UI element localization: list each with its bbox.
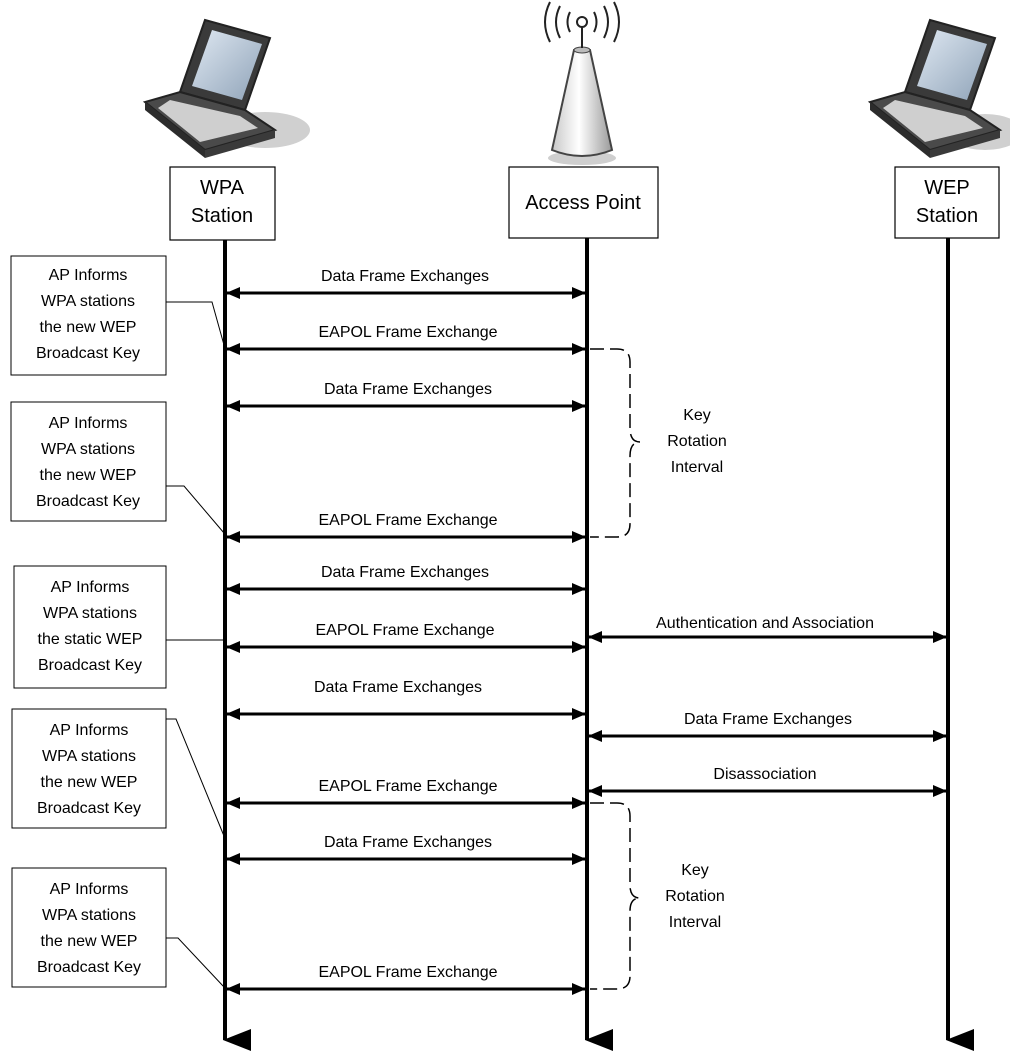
wpa-station-box: WPA Station <box>169 166 276 241</box>
key-rotation-brace: Key Rotation Interval <box>590 348 727 538</box>
laptop-icon <box>867 18 1010 158</box>
wep-station-box: WEP Station <box>894 166 1000 239</box>
message-label: Data Frame Exchanges <box>324 834 492 851</box>
note-callout: AP Informs WPA stations the new WEP Broa… <box>11 867 225 988</box>
wpa-station-label-2: Station <box>191 205 253 227</box>
message-data-frame-exchanges: Data Frame Exchanges <box>226 834 586 865</box>
note-line: AP Informs <box>49 415 128 432</box>
note-line: WPA stations <box>42 748 136 765</box>
note-line: Broadcast Key <box>36 345 140 362</box>
access-point-box: Access Point <box>508 166 659 239</box>
message-data-frame-exchanges: Data Frame Exchanges <box>226 381 586 412</box>
interval-label-line: Interval <box>669 914 721 931</box>
key-rotation-brace: Key Rotation Interval <box>590 802 725 990</box>
message-label: EAPOL Frame Exchange <box>318 512 497 529</box>
access-point-label: Access Point <box>525 192 641 214</box>
note-callout: AP Informs WPA stations the new WEP Broa… <box>10 255 225 376</box>
interval-label-line: Rotation <box>665 888 725 905</box>
note-line: Broadcast Key <box>37 800 141 817</box>
message-data-frame-exchanges: Data Frame Exchanges <box>226 679 586 720</box>
note-line: AP Informs <box>50 722 129 739</box>
message-label: EAPOL Frame Exchange <box>318 778 497 795</box>
interval-label-line: Key <box>681 862 709 879</box>
message-label: EAPOL Frame Exchange <box>318 324 497 341</box>
wep-station-label-1: WEP <box>924 177 970 199</box>
interval-label-line: Rotation <box>667 433 727 450</box>
note-line: WPA stations <box>43 605 137 622</box>
message-eapol-frame-exchange: EAPOL Frame Exchange <box>226 964 586 995</box>
note-line: WPA stations <box>42 907 136 924</box>
message-label: Data Frame Exchanges <box>314 679 482 696</box>
note-line: the new WEP <box>41 774 138 791</box>
note-line: AP Informs <box>49 267 128 284</box>
note-line: WPA stations <box>41 293 135 310</box>
message-data-frame-exchanges: Data Frame Exchanges <box>226 564 586 595</box>
message-eapol-frame-exchange: EAPOL Frame Exchange <box>226 622 586 653</box>
note-line: Broadcast Key <box>36 493 140 510</box>
note-line: the new WEP <box>40 467 137 484</box>
note-callout: AP Informs WPA stations the static WEP B… <box>13 565 224 689</box>
message-label: Data Frame Exchanges <box>321 268 489 285</box>
message-label: Data Frame Exchanges <box>324 381 492 398</box>
wpa-station-label-1: WPA <box>200 177 245 199</box>
note-line: AP Informs <box>50 881 129 898</box>
message-label: Data Frame Exchanges <box>321 564 489 581</box>
wep-station-label-2: Station <box>916 205 978 227</box>
message-label: EAPOL Frame Exchange <box>315 622 494 639</box>
message-disassociation: Disassociation <box>588 766 947 797</box>
access-point-icon <box>544 1 620 165</box>
message-eapol-frame-exchange: EAPOL Frame Exchange <box>226 778 586 809</box>
message-label: Data Frame Exchanges <box>684 711 852 728</box>
interval-label-line: Key <box>683 407 711 424</box>
note-line: Broadcast Key <box>38 657 142 674</box>
message-label: Disassociation <box>713 766 816 783</box>
laptop-icon <box>142 18 310 158</box>
message-label: EAPOL Frame Exchange <box>318 964 497 981</box>
message-eapol-frame-exchange: EAPOL Frame Exchange <box>226 512 586 543</box>
note-line: the static WEP <box>38 631 143 648</box>
message-authentication-and-association: Authentication and Association <box>588 615 947 643</box>
note-callout: AP Informs WPA stations the new WEP Broa… <box>11 708 225 837</box>
note-line: the new WEP <box>41 933 138 950</box>
note-line: WPA stations <box>41 441 135 458</box>
note-line: Broadcast Key <box>37 959 141 976</box>
message-eapol-frame-exchange: EAPOL Frame Exchange <box>226 324 586 355</box>
message-data-frame-exchanges: Data Frame Exchanges <box>588 711 947 742</box>
interval-label-line: Interval <box>671 459 723 476</box>
note-line: the new WEP <box>40 319 137 336</box>
message-data-frame-exchanges: Data Frame Exchanges <box>226 268 586 299</box>
note-line: AP Informs <box>51 579 130 596</box>
message-label: Authentication and Association <box>656 615 874 632</box>
note-callout: AP Informs WPA stations the new WEP Broa… <box>10 401 225 534</box>
